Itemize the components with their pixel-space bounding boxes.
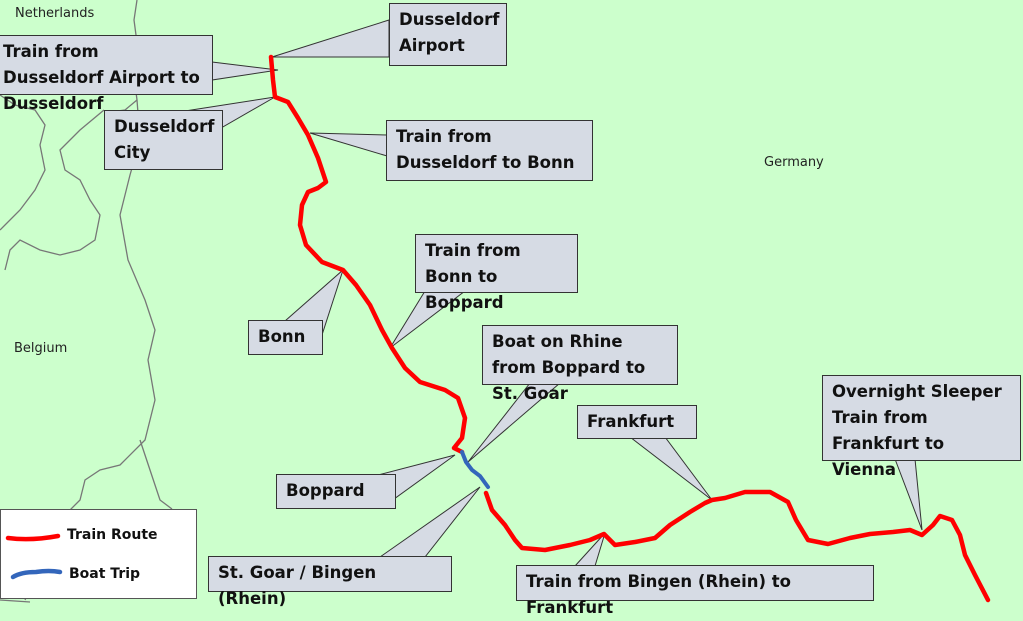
callout-boppard: Boppard <box>276 474 396 509</box>
country-label-germany: Germany <box>764 155 824 170</box>
pointer-sleeper <box>894 458 923 531</box>
legend-boat-label: Boat Trip <box>69 566 141 582</box>
pointer-frankfurt <box>628 436 713 501</box>
callout-train-bonn-to-boppard: Train from Bonn to Boppard <box>415 234 578 312</box>
train-route-south <box>483 489 991 603</box>
legend-swatches <box>5 533 63 580</box>
legend-train-swatch <box>5 533 61 542</box>
callout-st-goar-bingen: St. Goar / Bingen (Rhein) <box>208 556 452 608</box>
train-route-north <box>268 54 468 455</box>
callout-train-dusseldorf-to-bonn: Train from Dusseldorf to Bonn <box>386 120 593 181</box>
callout-train-bingen-to-frankfurt: Train from Bingen (Rhein) to Frankfurt <box>516 565 874 617</box>
callout-overnight-sleeper: Overnight Sleeper Train from Frankfurt t… <box>822 375 1021 479</box>
pointer-train-dus-bonn <box>309 132 388 157</box>
callout-dusseldorf-airport: Dusseldorf Airport <box>389 3 507 66</box>
pointer-dusseldorf-airport <box>271 19 390 58</box>
legend: Train Route Boat Trip <box>0 509 197 599</box>
country-label-netherlands: Netherlands <box>15 6 95 21</box>
border-line <box>0 94 46 231</box>
border-line <box>139 439 173 510</box>
legend-train-label: Train Route <box>67 527 158 543</box>
callout-bonn: Bonn <box>248 320 323 355</box>
boat-route <box>460 450 490 489</box>
callout-frankfurt: Frankfurt <box>577 405 697 439</box>
callout-boat-rhine: Boat on Rhine from Boppard to St. Goar <box>482 325 678 403</box>
country-label-belgium: Belgium <box>14 341 68 356</box>
callout-dusseldorf-city: Dusseldorf City <box>104 110 223 170</box>
border-line <box>4 109 105 271</box>
callout-train-airport-to-dusseldorf: Train from Dusseldorf Airport to Dusseld… <box>0 35 213 113</box>
border-line <box>0 599 31 603</box>
pointer-train-airport <box>211 61 279 81</box>
legend-boat-swatch <box>10 568 63 580</box>
